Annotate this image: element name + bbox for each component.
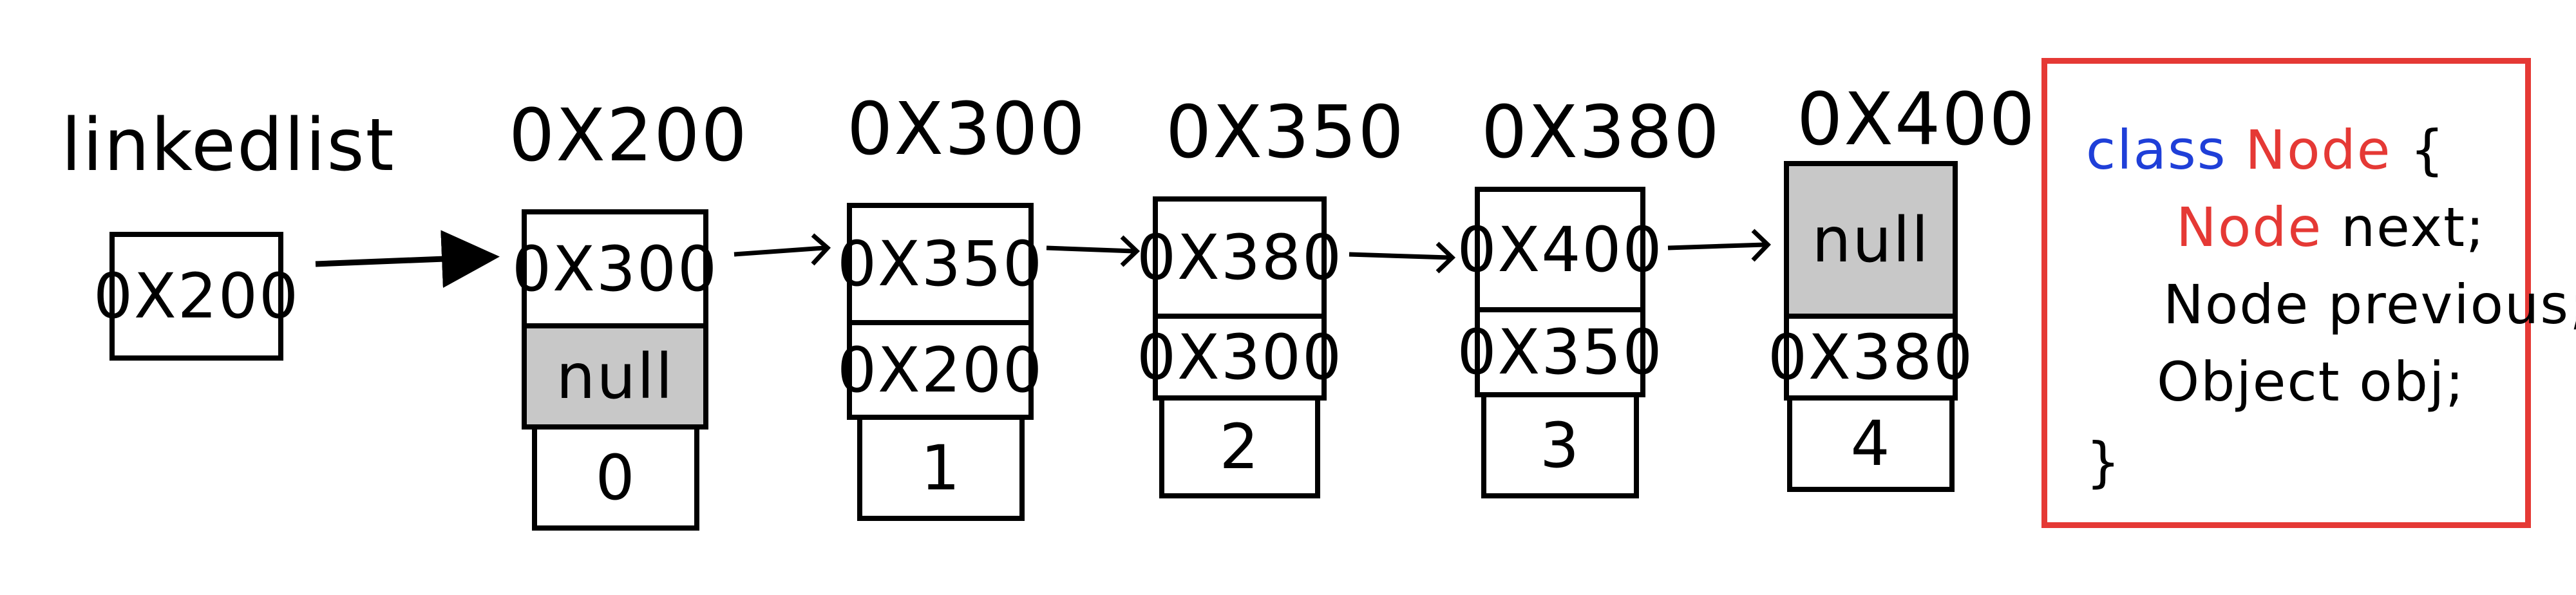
next-arrow-4 (1667, 229, 1771, 262)
node-previous-cell: 0X350 (1457, 307, 1662, 397)
head-label: linkedlist (61, 104, 395, 187)
open-brace: { (2410, 118, 2446, 182)
node-previous-value: 0X350 (1457, 316, 1663, 388)
class-keyword: class (2086, 118, 2227, 182)
head-pointer-value: 0X200 (93, 260, 300, 332)
node-previous-cell: 0X380 (1768, 314, 1973, 401)
node-previous-value: null (556, 340, 674, 413)
node-next-value: 0X300 (511, 232, 719, 305)
obj-field-line: Object obj; (2157, 350, 2465, 413)
class-name: Node (2245, 118, 2392, 182)
previous-field-line: Node previous; (2163, 273, 2576, 336)
node-1: 0X350 0X200 1 (837, 203, 1042, 521)
node-address: 0X380 (1481, 91, 1721, 175)
node-previous-value: 0X200 (837, 334, 1044, 406)
node-0: 0X300 null 0 (512, 209, 717, 531)
next-field-type: Node (2176, 196, 2323, 259)
head-pointer-box: 0X200 (93, 232, 298, 361)
head-pointer-arrow (315, 230, 500, 288)
node-address: 0X300 (847, 88, 1086, 171)
next-field-name: next; (2340, 196, 2486, 259)
node-next-cell: 0X300 (512, 209, 717, 328)
node-index-cell: 3 (1481, 392, 1639, 498)
node-next-cell: 0X380 (1137, 196, 1341, 319)
node-previous-value: 0X300 (1136, 321, 1343, 393)
node-next-value: 0X380 (1136, 222, 1343, 294)
next-arrow-1 (734, 233, 831, 266)
node-next-value: null (1812, 203, 1930, 276)
node-previous-cell: null (522, 323, 708, 430)
node-address: 0X350 (1166, 91, 1405, 175)
node-index-value: 3 (1539, 409, 1581, 482)
node-3: 0X400 0X350 3 (1457, 187, 1662, 498)
node-next-cell: 0X350 (837, 203, 1042, 325)
class-definition-box: class Node { Node next; Node previous; O… (2041, 58, 2576, 528)
node-address: 0X200 (509, 94, 748, 178)
node-next-value: 0X350 (837, 228, 1044, 300)
node-4: null 0X380 4 (1768, 161, 1973, 492)
node-previous-cell: 0X300 (1137, 314, 1341, 401)
node-2: 0X380 0X300 2 (1137, 196, 1341, 498)
node-index-cell: 4 (1787, 395, 1955, 492)
node-next-cell: 0X400 (1457, 187, 1662, 312)
node-address: 0X400 (1797, 78, 2036, 162)
node-next-value: 0X400 (1457, 213, 1663, 286)
node-index-cell: 1 (857, 415, 1025, 521)
class-declaration-line: class Node { (2086, 118, 2446, 182)
node-index-value: 0 (595, 441, 636, 514)
node-index-value: 2 (1219, 411, 1260, 483)
node-previous-cell: 0X200 (837, 320, 1042, 420)
next-field-line: Node next; (2176, 196, 2485, 259)
next-arrow-3 (1349, 241, 1456, 274)
node-previous-value: 0X380 (1767, 321, 1975, 393)
node-next-cell: null (1784, 161, 1958, 319)
close-brace: } (2086, 431, 2122, 494)
node-index-cell: 0 (532, 424, 699, 531)
node-index-cell: 2 (1159, 395, 1320, 498)
node-index-value: 4 (1850, 408, 1891, 480)
node-index-value: 1 (920, 431, 961, 504)
next-arrow-2 (1046, 235, 1141, 267)
